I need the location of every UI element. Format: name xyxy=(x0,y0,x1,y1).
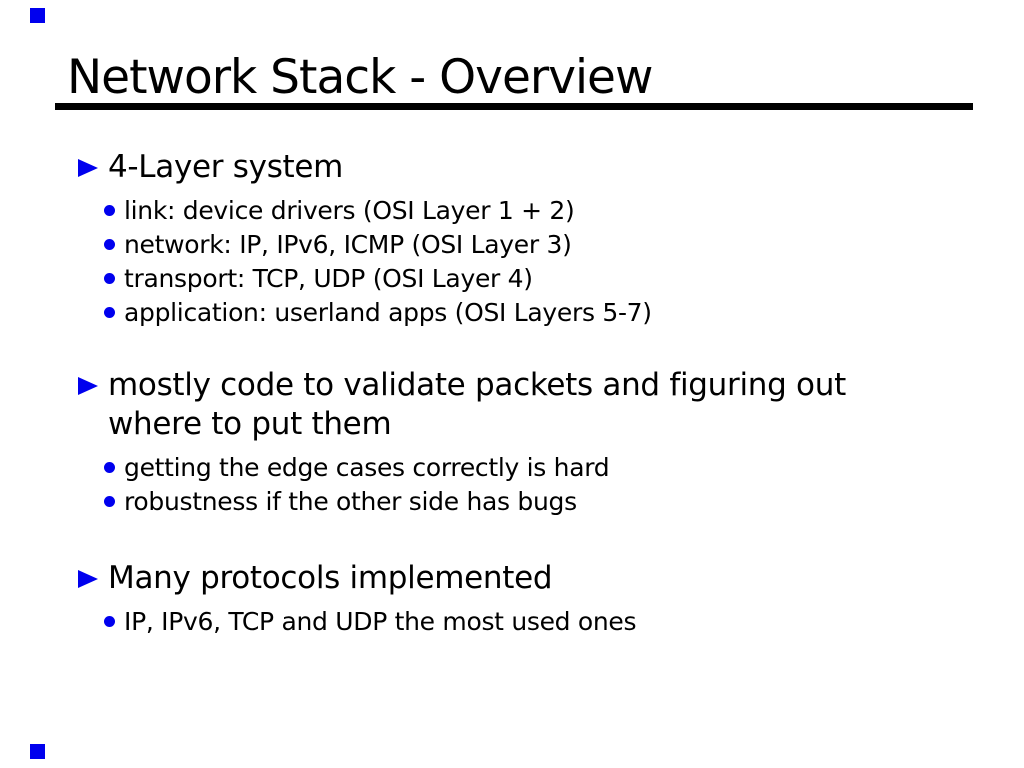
bullet-block: Many protocols implemented IP, IPv6, TCP… xyxy=(78,559,988,639)
circle-bullet-icon xyxy=(104,462,115,474)
bullet-heading: 4-Layer system xyxy=(108,149,344,185)
circle-bullet-icon xyxy=(104,272,115,284)
sub-bullet-item: network: IP, IPv6, ICMP (OSI Layer 3) xyxy=(124,229,572,259)
sub-bullet-row: transport: TCP, UDP (OSI Layer 4) xyxy=(104,262,988,296)
page-title: Network Stack - Overview xyxy=(67,50,653,105)
title-underline xyxy=(55,103,973,110)
sub-bullet-item: IP, IPv6, TCP and UDP the most used ones xyxy=(124,606,637,636)
bullet-block: mostly code to validate packets and figu… xyxy=(78,366,988,519)
bullet-heading: mostly code to validate packets and figu… xyxy=(108,366,846,443)
triangle-bullet-icon xyxy=(78,570,98,589)
sub-bullet-item: getting the edge cases correctly is hard xyxy=(124,453,610,483)
sub-bullet-row: link: device drivers (OSI Layer 1 + 2) xyxy=(104,194,988,228)
sub-bullet-list: link: device drivers (OSI Layer 1 + 2) n… xyxy=(78,194,988,330)
circle-bullet-icon xyxy=(104,615,115,627)
bullet-heading-row: Many protocols implemented xyxy=(78,559,988,599)
triangle-bullet-icon xyxy=(78,159,98,177)
corner-marker-top-icon xyxy=(30,8,45,23)
bullet-heading-row: 4-Layer system xyxy=(78,148,988,188)
circle-bullet-icon xyxy=(104,306,115,318)
bullet-block: 4-Layer system link: device drivers (OSI… xyxy=(78,148,988,330)
sub-bullet-item: application: userland apps (OSI Layers 5… xyxy=(124,297,652,327)
sub-bullet-row: IP, IPv6, TCP and UDP the most used ones xyxy=(104,605,988,639)
sub-bullet-item: transport: TCP, UDP (OSI Layer 4) xyxy=(124,263,533,293)
bullet-heading: Many protocols implemented xyxy=(108,560,553,597)
sub-bullet-row: robustness if the other side has bugs xyxy=(104,485,988,519)
sub-bullet-row: getting the edge cases correctly is hard xyxy=(104,451,988,485)
sub-bullet-list: getting the edge cases correctly is hard… xyxy=(78,451,988,519)
circle-bullet-icon xyxy=(104,238,115,250)
sub-bullet-item: robustness if the other side has bugs xyxy=(124,487,577,517)
slide-content: 4-Layer system link: device drivers (OSI… xyxy=(78,148,988,639)
circle-bullet-icon xyxy=(104,204,115,216)
bullet-heading-row: mostly code to validate packets and figu… xyxy=(78,366,988,445)
circle-bullet-icon xyxy=(104,496,115,508)
sub-bullet-row: application: userland apps (OSI Layers 5… xyxy=(104,296,988,330)
sub-bullet-list: IP, IPv6, TCP and UDP the most used ones xyxy=(78,605,988,639)
sub-bullet-item: link: device drivers (OSI Layer 1 + 2) xyxy=(124,195,575,225)
triangle-bullet-icon xyxy=(78,376,98,395)
sub-bullet-row: network: IP, IPv6, ICMP (OSI Layer 3) xyxy=(104,228,988,262)
corner-marker-bottom-icon xyxy=(30,744,45,759)
